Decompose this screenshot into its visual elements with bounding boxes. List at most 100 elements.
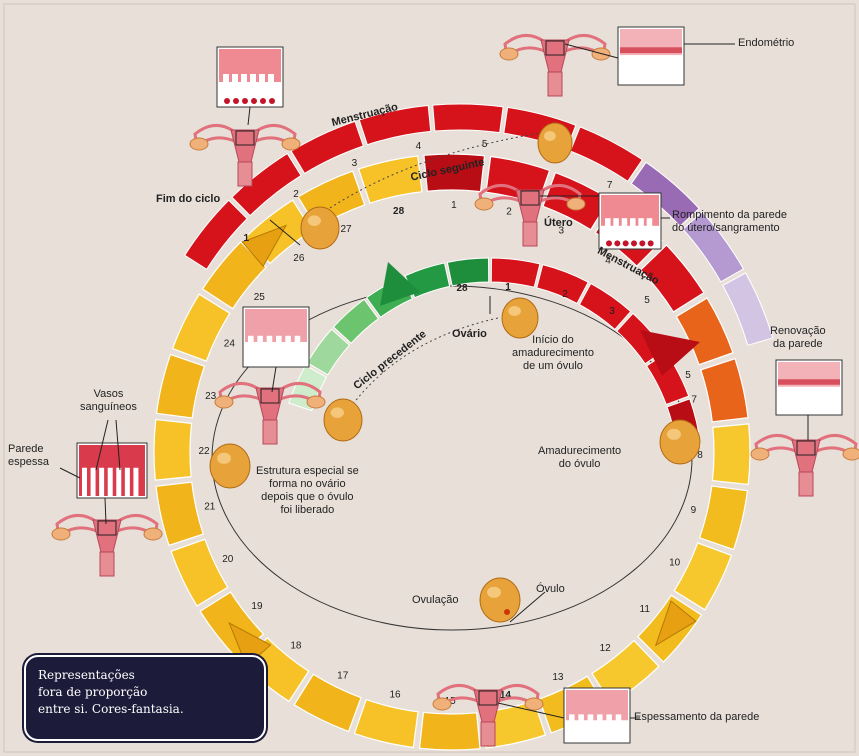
egg-ovulation [480,578,520,622]
uterus-top-right-cervix [548,72,562,96]
cycle-day-number-22: 22 [198,446,210,457]
next-cycle-day-2: 2 [293,189,299,200]
box-rompimento-gland-3 [630,218,636,243]
box-parede-espessa [77,443,147,498]
egg-ovulation-highlight [487,587,501,598]
box-rompimento-drop-5 [648,240,654,246]
box-top-left-drop-1 [233,98,239,104]
cycle-day-number-2: 2 [506,207,512,218]
egg-next-cycle-body [538,123,572,163]
box-inner-left-gland-0 [248,336,254,363]
label-amadurecimento: Amadurecimento do óvulo [538,445,621,471]
next-cycle-segment-5 [433,104,503,133]
cycle-day-number-24: 24 [224,339,236,350]
egg-day1-next [301,207,339,249]
uterus-right-ovary-right [843,448,859,460]
box-rompimento-drop-1 [614,240,620,246]
uterus-inner-left-cervix [263,420,277,444]
cycle-day-number-25: 25 [254,292,266,303]
cycle-day-number-16: 16 [389,689,401,700]
label-espessamento: Espessamento da parede [634,711,759,724]
label-parede-espessa: Parede espessa [8,443,49,469]
uterus-right-cervix [799,472,813,496]
uterus-left-ovary-right [144,528,162,540]
egg-ovary-start-body [502,298,538,338]
uterus-middle-cervix [523,222,537,246]
note-box: Representações fora de proporção entre s… [24,655,266,741]
box-rompimento-drop-3 [631,240,637,246]
box-espessamento-gland-2 [588,714,594,739]
box-inner-left-gland-3 [276,336,282,363]
box-espessamento-gland-4 [606,714,612,739]
label-renovacao: Renovação da parede [770,325,826,351]
egg-day1-next-body [301,207,339,249]
egg-next-cycle-highlight [544,131,556,141]
note-text: Representações fora de proporção entre s… [38,667,184,718]
egg-next-cycle [538,123,572,163]
uterus-bottom-cervix [481,722,495,746]
box-rompimento-drop-2 [623,240,629,246]
box-rompimento-gland-0 [605,218,611,243]
box-parede-espessa-gland-5 [125,468,130,497]
egg-corpus-body [210,444,250,488]
cycle-day-number-7: 7 [691,395,697,406]
inner-arc-day-3: 3 [609,306,615,317]
uterus-right-ovary-left [751,448,769,460]
box-inner-left-gland-5 [295,336,301,363]
box-renovacao-line [778,379,840,385]
box-rompimento-gland-5 [647,218,653,243]
inner-arc-day-2: 2 [562,289,568,300]
label-estrutura: Estrutura especial se forma no ovário de… [256,465,359,517]
box-top-left-gland-3 [250,74,256,101]
box-espessamento [564,688,630,743]
inner-arc-day-28: 28 [456,283,468,294]
uterus-left-cervix [100,552,114,576]
uterus-top-left-ovary-left [190,138,208,150]
box-top-left-drop-3 [251,98,257,104]
box-espessamento-gland-3 [597,714,603,739]
box-endometrio-line [620,47,682,53]
cycle-segment-day-8 [712,424,750,485]
box-rompimento [599,193,661,249]
ovulo-dot [504,609,510,615]
label-rompimento: Rompimento da parede do útero/sangrament… [672,209,787,235]
cycle-day-number-20: 20 [222,554,234,565]
box-espessamento-gland-5 [616,714,622,739]
egg-corpus-highlight [217,453,231,464]
label-inicio: Início do amadurecimento de um óvulo [512,334,594,373]
box-endometrio [618,27,684,85]
uterus-top-right-ovary-left [500,48,518,60]
uterus-middle-ovary-left [475,198,493,210]
cycle-day-number-5: 5 [644,295,650,306]
box-espessamento-gland-1 [578,714,584,739]
next-cycle-day-3: 3 [352,158,358,169]
next-cycle-day-7: 7 [607,180,613,191]
egg-maturing-body [660,420,700,464]
box-top-left-drop-2 [242,98,248,104]
box-inner-left-gland-1 [257,336,263,363]
uterus-left-ovary-left [52,528,70,540]
cycle-day-number-17: 17 [337,671,349,682]
cycle-segment-day-15 [420,712,481,750]
uterus-top-left-ovary-right [282,138,300,150]
box-top-left-gland-4 [259,74,265,101]
label-fim-do-ciclo: Fim do ciclo [156,193,220,206]
box-parede-espessa-gland-2 [99,468,104,497]
box-parede-espessa-gland-4 [116,468,121,497]
box-rompimento-gland-2 [622,218,628,243]
box-parede-espessa-gland-0 [82,468,87,497]
box-top-left-drop-0 [224,98,230,104]
uterus-inner-left-ovary-left [215,396,233,408]
label-vasos: Vasos sanguíneos [80,388,137,414]
cycle-day-number-11: 11 [640,604,651,615]
egg-maturing-highlight [667,429,681,440]
egg-previous [324,399,362,441]
uterus-bottom-ovary-left [433,698,451,710]
box-top-left [217,47,283,107]
cycle-segment-day-22 [154,420,192,481]
cycle-day-number-26: 26 [293,253,305,264]
label-utero: Útero [544,217,573,230]
box-rompimento-drop-0 [606,240,612,246]
